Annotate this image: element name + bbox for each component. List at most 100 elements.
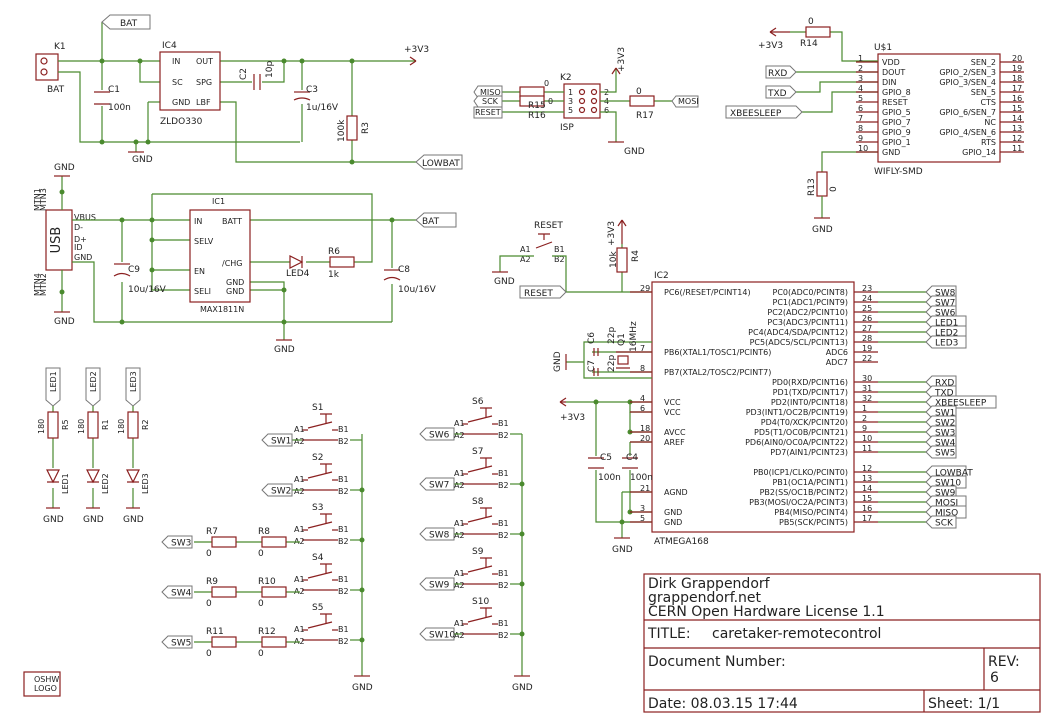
atmega-pin-num: 30 xyxy=(862,374,872,383)
net-mosi-atmega: MOSI xyxy=(935,499,958,509)
c2-name: C2 xyxy=(239,68,249,80)
r3-value: 100k xyxy=(337,119,347,142)
r17-name: R17 xyxy=(636,111,654,121)
r3-name: R3 xyxy=(361,122,371,134)
led2-branch: LED2 180 R1 LED2 GND xyxy=(77,367,110,525)
wifly-pin-name: VDD xyxy=(882,58,900,67)
ic2-value: ATMEGA168 xyxy=(654,537,709,547)
atmega-pin-name: PB5(SCK/PCINT5) xyxy=(779,518,848,527)
net-sw8-switch: SW8 xyxy=(429,531,450,541)
c1-name: C1 xyxy=(108,85,120,95)
ic4-pin-spg: SPG xyxy=(196,78,212,87)
net-sw3-atmega: SW3 xyxy=(935,429,955,439)
net-bat-charger: BAT xyxy=(422,217,440,227)
switch-pin-b1: B1 xyxy=(338,625,349,634)
gnd-label-led1: GND xyxy=(43,515,64,525)
net-sw2-switch: SW2 xyxy=(271,487,291,497)
title-author: Dirk Grappendorf xyxy=(648,576,771,592)
gnd-label-led2: GND xyxy=(83,515,104,525)
atmega-pin-name: VCC xyxy=(664,398,681,407)
switch-pin-a1: A1 xyxy=(454,419,465,428)
atmega-pin-name: VCC xyxy=(664,408,681,417)
atmega-pin-name: PC2(ADC2/PCINT10) xyxy=(767,308,848,317)
net-sw5-switch: SW5 xyxy=(171,639,191,649)
usb-charger-section: USB MTN1 MTN3 MTN4 MTN2 VBUS D- D+ ID GN… xyxy=(33,163,457,355)
usb-mtn2: MTN2 xyxy=(39,273,48,296)
atmega-pin-num: 20 xyxy=(640,434,650,443)
atmega-pin-name: PB1(OC1A/PCINT1) xyxy=(772,478,848,487)
atmega-pin-name: PD7(AIN1/PCINT23) xyxy=(770,448,848,457)
switch-resistors: R7 0 R8 0 R9 0 R10 0 R11 0 R12 0 xyxy=(194,527,300,659)
r5-value: 180 xyxy=(37,419,46,434)
switch-pin-a2: A2 xyxy=(454,631,465,640)
r8-value: 0 xyxy=(258,549,264,559)
gnd-label-ic1: GND xyxy=(274,345,295,355)
q1-name: Q1 xyxy=(617,333,627,346)
net-sw4-switch: SW4 xyxy=(171,589,192,599)
docnum-label: Document Number: xyxy=(648,654,786,670)
wifly-pin-num: 18 xyxy=(1012,74,1022,83)
atmega-pin-name: PC4(ADC4/SDA/PCINT12) xyxy=(748,328,848,337)
reset-pin-b1: B1 xyxy=(554,245,565,254)
ic1-pin-gnd2: GND xyxy=(226,287,244,296)
r14-name: R14 xyxy=(800,39,818,49)
wifly-pin-num: 5 xyxy=(858,94,863,103)
wifly-pin-num: 10 xyxy=(858,144,868,153)
net-sw9-switch: SW9 xyxy=(429,581,450,591)
switch-pin-a1: A1 xyxy=(294,625,305,634)
gnd-label-usb-bottom: GND xyxy=(54,317,75,327)
atmega-pin-name: ADC6 xyxy=(826,348,848,357)
r14-value: 0 xyxy=(808,17,814,27)
r15-value: 0 xyxy=(544,79,549,88)
wifly-pin-num: 6 xyxy=(858,104,863,113)
switch-pin-b1: B1 xyxy=(338,425,349,434)
r10-name: R10 xyxy=(258,577,276,587)
c8-name: C8 xyxy=(398,265,410,275)
switch-pin-a2: A2 xyxy=(294,487,305,496)
net-lowbat-left: LOWBAT xyxy=(422,159,460,169)
atmega-power-wires: C5 100n C4 100n +3V3 GND xyxy=(559,397,653,555)
led3-branch: LED3 180 R2 LED3 GND xyxy=(117,367,150,525)
r5-name: R5 xyxy=(61,419,70,430)
logo-line2: LOGO xyxy=(34,684,57,693)
net-sw3-switch: SW3 xyxy=(171,539,191,549)
ic4-value: ZLDO330 xyxy=(160,117,203,127)
atmega-pin-num: 14 xyxy=(862,484,872,493)
net-sw2-atmega: SW2 xyxy=(935,419,955,429)
ic1-pin-selv: SELV xyxy=(194,237,214,246)
net-led2-atmega: LED2 xyxy=(935,329,958,339)
k1-value: BAT xyxy=(47,85,65,95)
wifly-pin-num: 9 xyxy=(858,134,863,143)
switch-name: S2 xyxy=(312,453,323,463)
switch-pin-a1: A1 xyxy=(294,425,305,434)
r13-name: R13 xyxy=(807,178,817,196)
switch-name: S1 xyxy=(312,403,323,413)
c7-value: 22p xyxy=(607,355,617,372)
net-miso-atmega: MISO xyxy=(935,509,958,519)
switch-pin-a1: A1 xyxy=(294,525,305,534)
wifly-pin-num: 16 xyxy=(1012,94,1022,103)
atmega-pin-num: 9 xyxy=(862,424,867,433)
switch-name: S10 xyxy=(472,597,489,607)
rev-value: 6 xyxy=(990,670,999,686)
reset-pin-b2: B2 xyxy=(554,255,565,264)
ic1-value: MAX1811N xyxy=(200,305,244,314)
led1-branch: LED1 180 R5 LED1 GND xyxy=(37,367,70,525)
usb-vbus: VBUS xyxy=(74,213,96,222)
atmega-pin-num: 17 xyxy=(862,514,872,523)
switch-pin-a1: A1 xyxy=(454,469,465,478)
gnd-label-sw-right: GND xyxy=(512,683,533,693)
c9-value: 10u/16V xyxy=(128,285,167,295)
switch-pin-a2: A2 xyxy=(454,431,465,440)
usb-dminus: D- xyxy=(74,223,83,232)
switch-pin-b1: B1 xyxy=(338,475,349,484)
oshw-logo: OSHW LOGO xyxy=(23,671,61,697)
led3-net-label: LED3 xyxy=(129,371,138,392)
r8-name: R8 xyxy=(258,527,270,537)
k1-name: K1 xyxy=(54,42,66,52)
wifly-pin-name: SEN_2 xyxy=(971,58,996,67)
atmega-pin-num: 13 xyxy=(862,474,872,483)
switch-pin-b2: B2 xyxy=(338,537,349,546)
